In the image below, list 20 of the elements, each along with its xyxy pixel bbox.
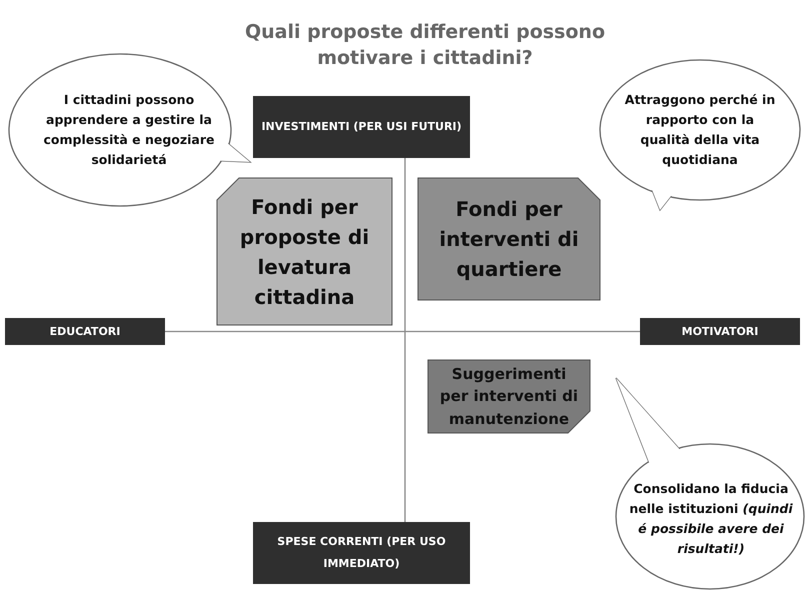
proposal-box: [217, 178, 392, 325]
axis-label-box: [5, 318, 165, 345]
node-text: Suggerimenti per interventi di manutenzione: [440, 364, 578, 428]
axis-label-box: [253, 522, 470, 584]
proposal-box: [428, 360, 590, 433]
proposal-box: [418, 178, 600, 300]
node-text: SPESE CORRENTI (PER USO IMMEDIATO): [277, 535, 446, 570]
node-text: I cittadini possono apprendere a gestire la complessità e negoziare solidarietá: [42, 91, 216, 169]
node-text: Fondi per proposte di levatura cittadina: [240, 194, 370, 308]
node-text: Consolidano la fiducia nelle istituzioni (quindi é possibile avere dei risultati!): [628, 480, 794, 558]
node-text: Fondi per interventi di quartiere: [439, 197, 579, 281]
axis-line: [404, 158, 406, 522]
axis-label-box: [253, 96, 470, 158]
axis-label-box: [640, 318, 800, 345]
node-text: EDUCATORI: [50, 324, 120, 338]
node-text: Attraggono perché in rapporto con la qualità della vita quotidiana: [624, 91, 776, 169]
node-text: MOTIVATORI: [682, 324, 758, 338]
title: Quali proposte differenti possono motivare i cittadini?: [244, 20, 606, 71]
node-text: INVESTIMENTI (PER USI FUTURI): [261, 120, 462, 133]
axis-line: [165, 330, 640, 332]
